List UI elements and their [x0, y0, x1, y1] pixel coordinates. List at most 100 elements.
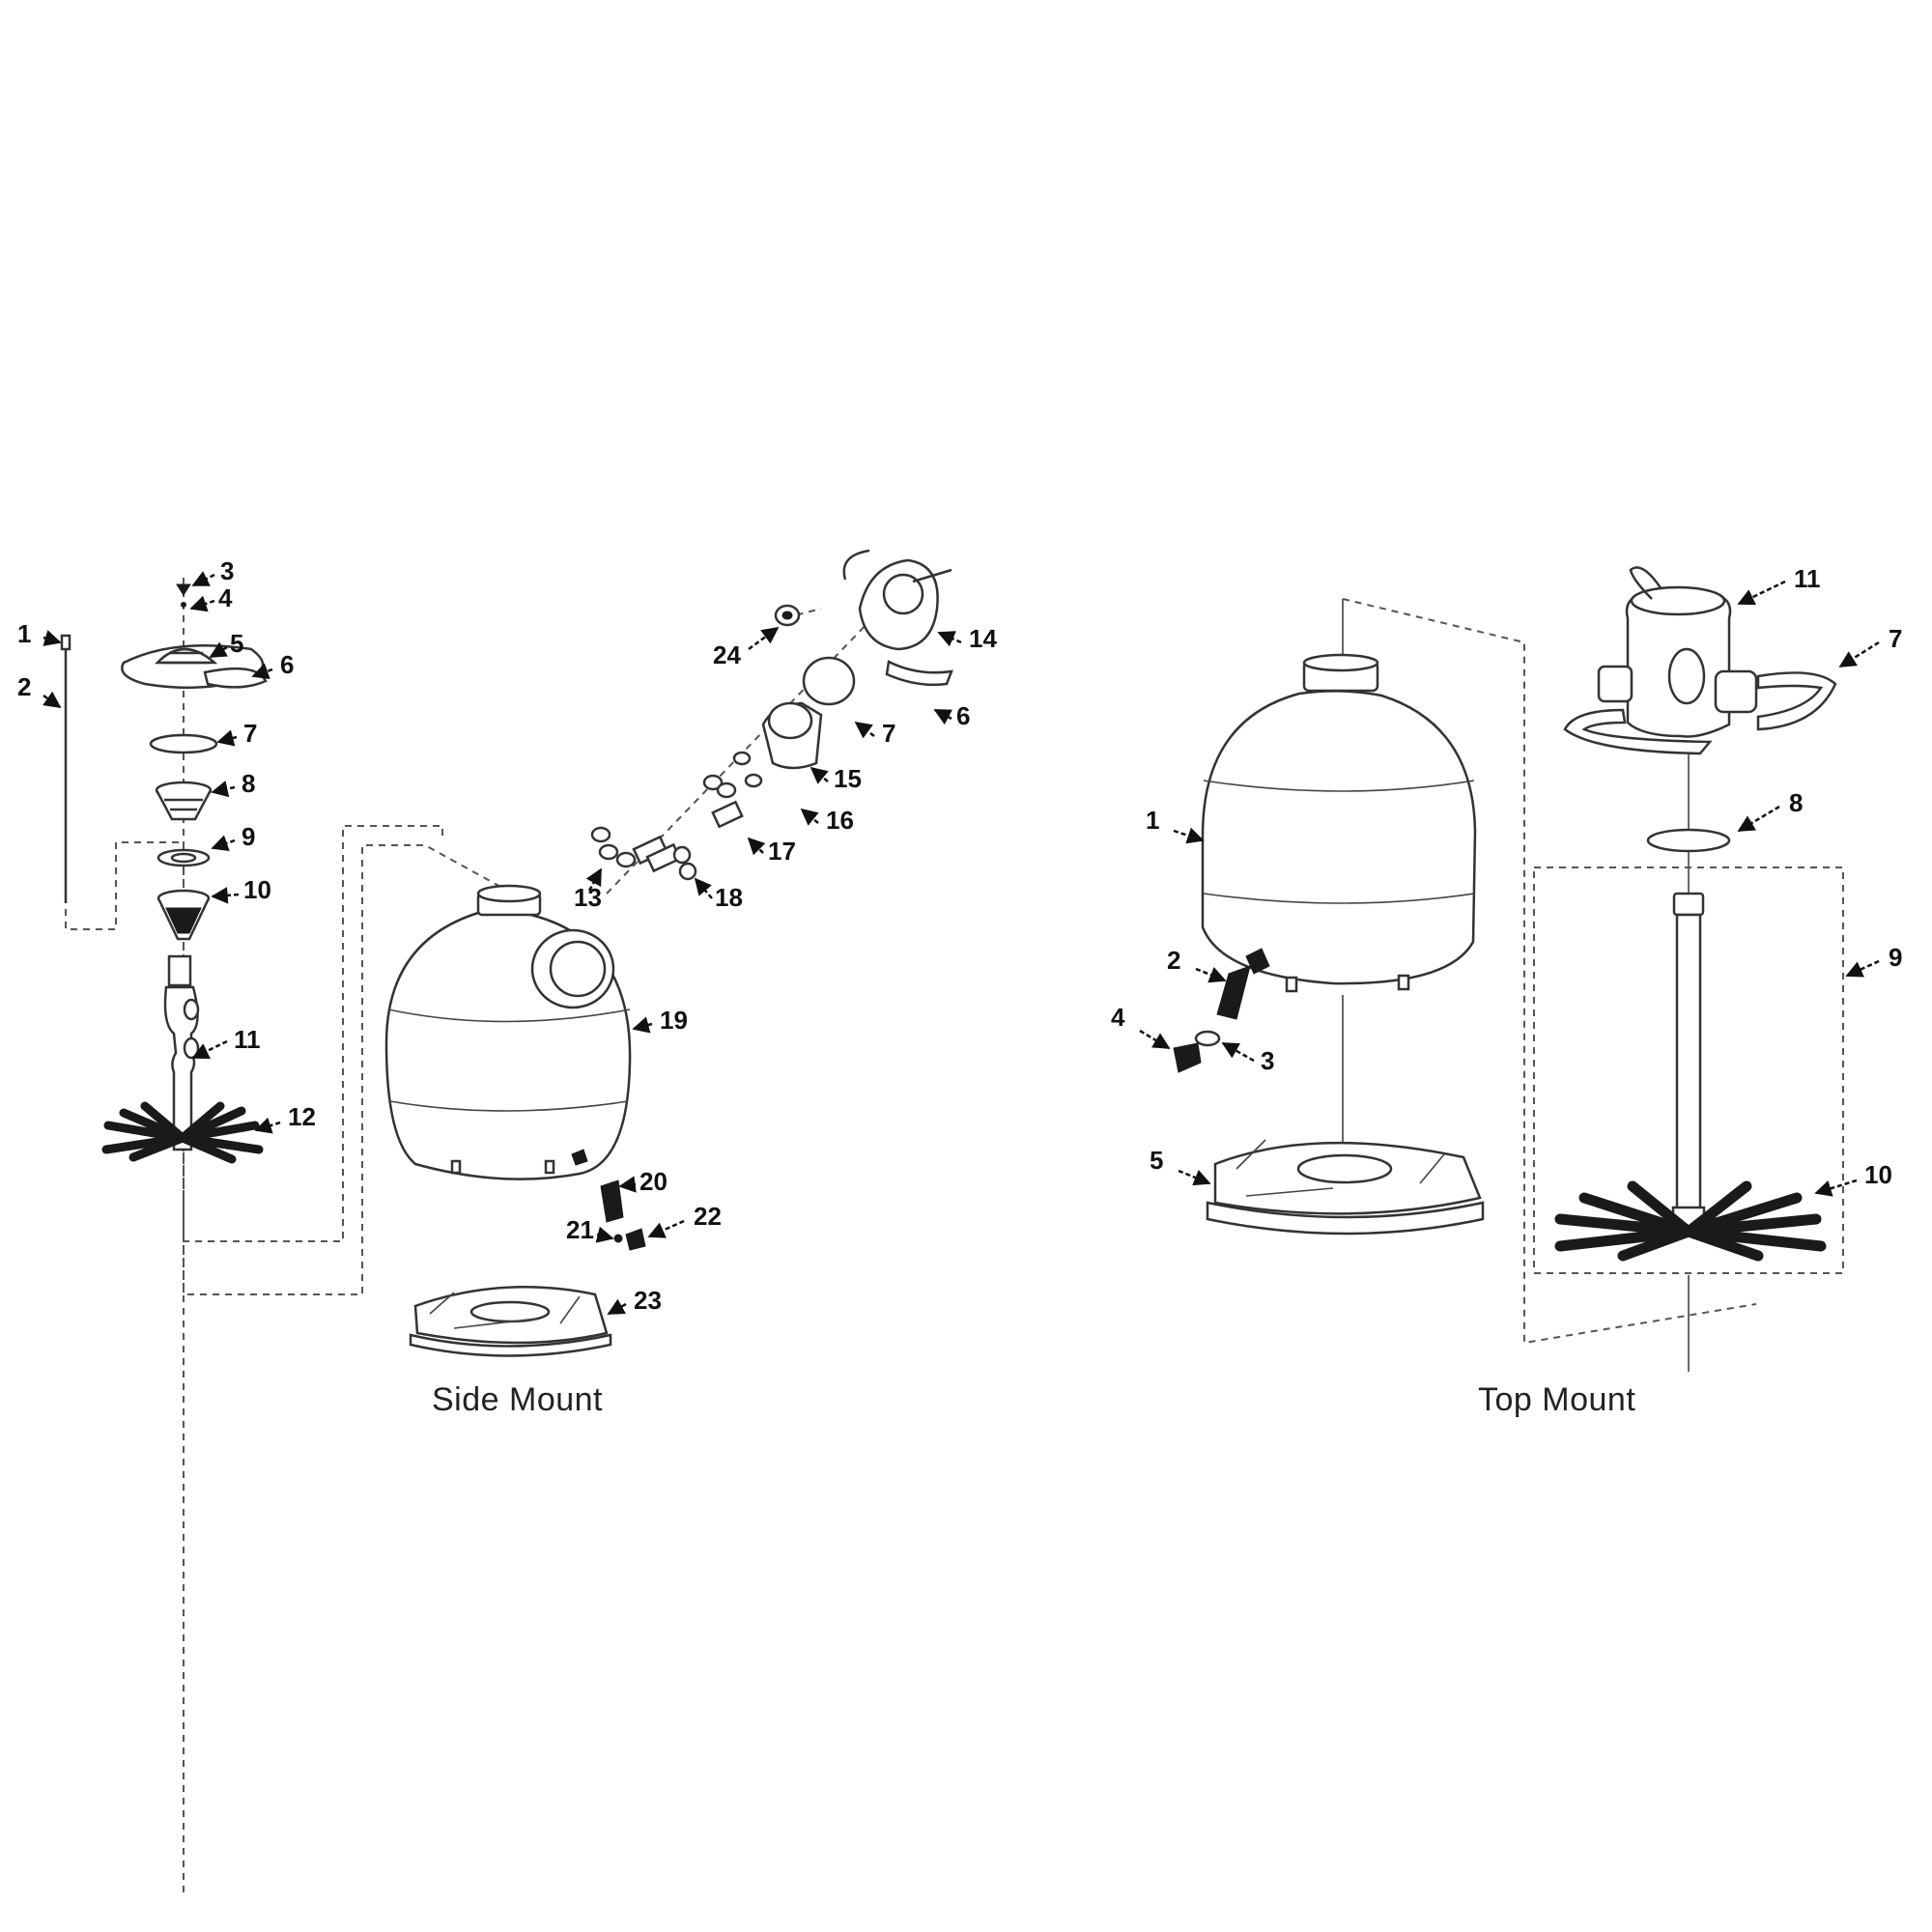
standpipe: [1671, 892, 1706, 1231]
side-callout-arrow-21: [595, 1226, 614, 1243]
top-callout-4: 4: [1111, 1003, 1125, 1032]
top-lid-and-clamp: [121, 643, 268, 690]
side-callout-1: 1: [17, 619, 31, 648]
top-callout-arrow-1: [1173, 827, 1205, 844]
side-callout-14: 14: [969, 624, 997, 653]
center-pipe: [163, 954, 200, 1151]
tank-base: [409, 1286, 612, 1357]
side-callout-arrow-4: [189, 595, 215, 612]
side-callout-6: 6: [280, 650, 294, 679]
top-callout-arrow-11: [1737, 580, 1786, 606]
side-callout-arrow-7: [216, 729, 238, 747]
top-callout-7: 7: [1889, 624, 1902, 653]
side-callout-arrow-10: [211, 887, 240, 904]
side-callout-18: 18: [715, 883, 743, 912]
side-callout-arrow-1: [43, 630, 62, 646]
diffuser: [155, 781, 213, 821]
side-callout-arrow-18: [694, 877, 713, 899]
side-callout-4: 4: [218, 583, 233, 612]
o-ring: [1646, 828, 1731, 853]
top-mount-assembly: [1173, 566, 1844, 1372]
screw-cap: [176, 583, 191, 608]
top-callout-9: 9: [1889, 943, 1902, 972]
side-callout-arrow-20: [618, 1176, 637, 1193]
top-callout-arrow-10: [1814, 1179, 1858, 1197]
side-callout-7: 7: [243, 719, 257, 748]
drain-fitting: [1173, 948, 1270, 1073]
side-callout-12: 12: [288, 1102, 316, 1131]
side-callout-arrow-7: [854, 721, 875, 739]
side-callout-arrow-14: [937, 631, 962, 647]
side-callout-arrow-2: [43, 691, 62, 709]
side-callout-arrow-23: [607, 1298, 627, 1316]
side-callout-arrow-24: [748, 626, 780, 651]
side-callout-arrow-12: [254, 1117, 281, 1134]
top-mount-caption: Top Mount: [1478, 1381, 1636, 1418]
side-callout-23: 23: [634, 1286, 662, 1315]
side-callout-arrow-13: [585, 867, 603, 892]
side-callout-arrow-5: [209, 641, 229, 659]
side-callout-20: 20: [639, 1167, 668, 1196]
side-callout-arrow-3: [191, 571, 215, 587]
side-callout-6: 6: [956, 701, 970, 730]
side-callout-arrow-16: [800, 808, 819, 826]
side-callout-16: 16: [826, 806, 854, 835]
o-ring: [149, 733, 218, 754]
top-callout-5: 5: [1150, 1146, 1163, 1175]
top-callout-11: 11: [1794, 564, 1821, 593]
side-callout-arrow-6: [933, 708, 953, 725]
side-callout-22: 22: [694, 1202, 722, 1231]
side-callout-arrow-15: [810, 766, 829, 784]
funnel-adapter: [156, 889, 211, 941]
union-fittings: [590, 751, 763, 881]
lateral-assembly: [101, 1101, 264, 1164]
top-callout-2: 2: [1167, 946, 1180, 975]
top-callout-arrow-7: [1838, 640, 1880, 668]
top-callout-1: 1: [1146, 806, 1159, 835]
laterals: [1554, 1180, 1827, 1262]
side-callout-17: 17: [768, 837, 796, 866]
side-callout-arrow-9: [211, 835, 236, 852]
side-mount-tank: [384, 884, 632, 1180]
top-mount-tank: [1201, 653, 1477, 993]
tank-base: [1206, 1139, 1485, 1236]
side-callout-13: 13: [574, 883, 602, 912]
side-callout-3: 3: [220, 556, 234, 585]
side-callout-24: 24: [713, 640, 741, 669]
side-callout-arrow-6: [251, 663, 273, 680]
top-callout-arrow-5: [1178, 1169, 1211, 1186]
valve-clamp: [1563, 671, 1837, 755]
side-callout-8: 8: [242, 769, 255, 798]
side-callout-arrow-11: [191, 1039, 228, 1060]
top-callout-8: 8: [1789, 788, 1803, 817]
valve-o-ring: [802, 656, 856, 706]
side-callout-10: 10: [243, 875, 271, 904]
side-callout-9: 9: [242, 822, 255, 851]
drain-assembly: [600, 1179, 646, 1251]
side-callout-11: 11: [234, 1025, 261, 1054]
top-callout-10: 10: [1864, 1160, 1892, 1189]
side-callout-arrow-17: [747, 837, 766, 856]
top-multiport-valve: [1597, 566, 1758, 738]
top-callout-arrow-4: [1139, 1029, 1171, 1050]
side-callout-5: 5: [230, 629, 243, 658]
top-callout-arrow-2: [1195, 967, 1227, 983]
side-callout-7: 7: [882, 719, 895, 748]
side-callout-21: 21: [566, 1215, 594, 1244]
top-callout-3: 3: [1261, 1046, 1274, 1075]
side-callout-19: 19: [660, 1006, 688, 1035]
valve-body: [761, 701, 823, 770]
pressure-gauge: [774, 604, 801, 627]
side-callout-arrow-22: [647, 1219, 685, 1238]
gasket: [156, 848, 211, 867]
side-callout-arrow-8: [211, 781, 236, 798]
side-callout-arrow-19: [632, 1016, 653, 1034]
side-callout-2: 2: [17, 672, 31, 701]
side-callout-15: 15: [834, 764, 862, 793]
top-callout-arrow-8: [1737, 805, 1780, 833]
multiport-valve-head: [842, 549, 953, 687]
top-callout-arrow-9: [1845, 959, 1880, 978]
side-mount-caption: Side Mount: [432, 1381, 603, 1418]
air-relief-pin: [60, 634, 71, 903]
